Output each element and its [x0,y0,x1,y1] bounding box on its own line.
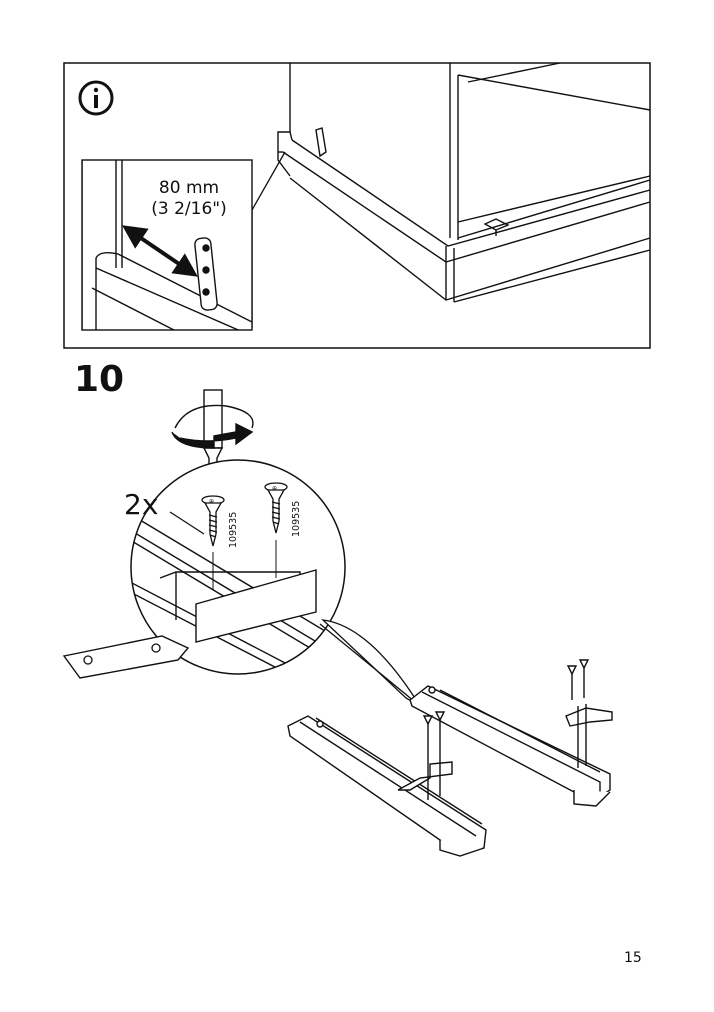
screw-part-number: 109535 [291,500,302,537]
plinth-rails-illustration [287,659,613,857]
bracket-tab [62,635,190,679]
screw-icon: ⊕ [264,482,288,534]
step-number: 10 [74,359,125,400]
screwdriver-icon [171,389,254,495]
magnifier-pointer [321,619,421,707]
callout-line [251,151,286,328]
screw-quantity: 2x [124,488,159,521]
info-panel-frame [63,62,651,349]
measurement-metric: 80 mm [158,178,220,198]
detail-box [81,159,253,331]
svg-text:⊕: ⊕ [209,498,214,505]
page-number: 15 [624,950,642,966]
screw-part-number: 109535 [228,511,239,548]
svg-text:⊕: ⊕ [272,485,277,492]
measure-arrow [122,225,198,277]
quantity-pointer [169,511,205,535]
screw-icon: ⊕ [201,495,225,547]
info-icon [78,80,114,116]
cabinet-plinth-illustration [277,62,651,303]
measurement-imperial: (3 2/16") [151,199,227,219]
magnified-rail-detail [131,519,341,674]
measurement-label: 80 mm (3 2/16") [148,178,230,220]
